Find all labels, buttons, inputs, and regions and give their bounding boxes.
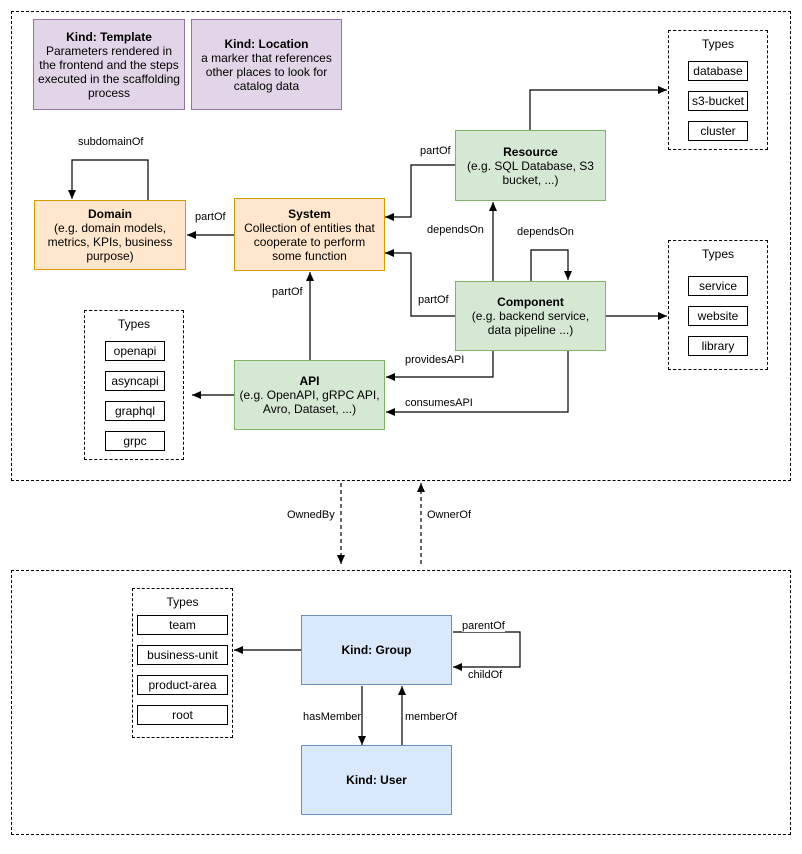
resource-type-item[interactable]: database [688,61,748,81]
resource-types-title: Types [701,37,734,51]
api-node[interactable]: API (e.g. OpenAPI, gRPC API, Avro, Datas… [234,360,385,430]
component-type-item[interactable]: library [688,336,748,356]
api-types-title: Types [117,317,150,331]
template-kind-node[interactable]: Kind: Template Parameters rendered in th… [33,19,185,110]
group-type-item[interactable]: product-area [137,675,228,695]
api-types-box: Types openapi asyncapi graphql grpc [84,310,184,460]
catalog-entities-frame [11,11,791,481]
location-kind-title: Kind: Location [224,36,309,51]
component-resource-depends-on-label: dependsOn [427,224,484,236]
resource-system-part-of-label: partOf [420,145,451,157]
system-domain-part-of-label: partOf [195,211,226,223]
has-member-label: hasMember [303,711,362,723]
system-node[interactable]: System Collection of entities that coope… [234,198,385,271]
group-kind-node[interactable]: Kind: Group [301,615,452,685]
edge-provides-api [386,351,494,381]
api-type-item[interactable]: graphql [105,401,165,421]
api-title: API [299,374,320,388]
api-type-item[interactable]: openapi [105,341,165,361]
resource-description: (e.g. SQL Database, S3 bucket, ...) [467,158,594,187]
domain-title: Domain [87,207,132,221]
edge-resource-types [529,86,667,130]
api-type-item[interactable]: grpc [105,431,165,451]
subdomain-of-label: subdomainOf [78,136,144,148]
api-description: (e.g. OpenAPI, gRPC API, Avro, Dataset, … [239,388,380,416]
child-of-label: childOf [468,669,503,681]
component-types-box: Types service website library [668,240,768,370]
edge-subdomain-of [68,159,149,200]
member-of-label: memberOf [405,711,457,723]
group-type-item[interactable]: root [137,705,228,725]
template-kind-description: Parameters rendered in the frontend and … [38,43,180,100]
component-self-depends-on-label: dependsOn [517,226,574,238]
resource-title: Resource [503,144,558,159]
group-kind-title: Kind: Group [341,643,412,657]
domain-node[interactable]: Domain (e.g. domain models, metrics, KPI… [34,200,186,270]
group-types-box: Types team business-unit product-area ro… [132,588,233,738]
edge-resource-system-part-of [385,164,455,221]
resource-type-item[interactable]: cluster [688,121,748,141]
api-system-part-of-label: partOf [272,286,303,298]
component-description: (e.g. backend service, data pipeline ...… [471,309,590,337]
api-type-item[interactable]: asyncapi [105,371,165,391]
domain-description: (e.g. domain models, metrics, KPIs, busi… [47,221,173,263]
owned-by-label: OwnedBy [287,509,335,521]
group-type-item[interactable]: business-unit [137,645,228,665]
component-title: Component [497,295,564,309]
user-kind-title: Kind: User [346,773,407,787]
parent-of-label: parentOf [462,620,505,632]
component-type-item[interactable]: website [688,306,748,326]
edge-parent-of [453,631,521,671]
location-kind-node[interactable]: Kind: Location a marker that references … [191,19,342,110]
owner-of-label: OwnerOf [427,509,472,521]
edge-component-system-part-of [385,249,455,317]
edge-consumes-api [386,351,569,416]
resource-node[interactable]: Resource (e.g. SQL Database, S3 bucket, … [455,130,606,201]
provides-api-label: providesAPI [405,354,465,366]
location-kind-description: a marker that references other places to… [201,50,332,93]
component-node[interactable]: Component (e.g. backend service, data pi… [455,281,606,351]
organization-frame [11,570,791,835]
group-type-item[interactable]: team [137,615,228,635]
system-description: Collection of entities that cooperate to… [244,220,375,263]
component-system-part-of-label: partOf [418,294,449,306]
user-kind-node[interactable]: Kind: User [301,745,452,815]
consumes-api-label: consumesAPI [405,397,473,409]
component-type-item[interactable]: service [688,276,748,296]
group-types-title: Types [166,595,199,609]
resource-types-box: Types database s3-bucket cluster [668,30,768,150]
resource-type-item[interactable]: s3-bucket [688,91,748,111]
template-kind-title: Kind: Template [66,29,152,44]
component-types-title: Types [701,247,734,261]
system-title: System [288,206,331,221]
edge-component-self-depends-on [530,249,572,281]
